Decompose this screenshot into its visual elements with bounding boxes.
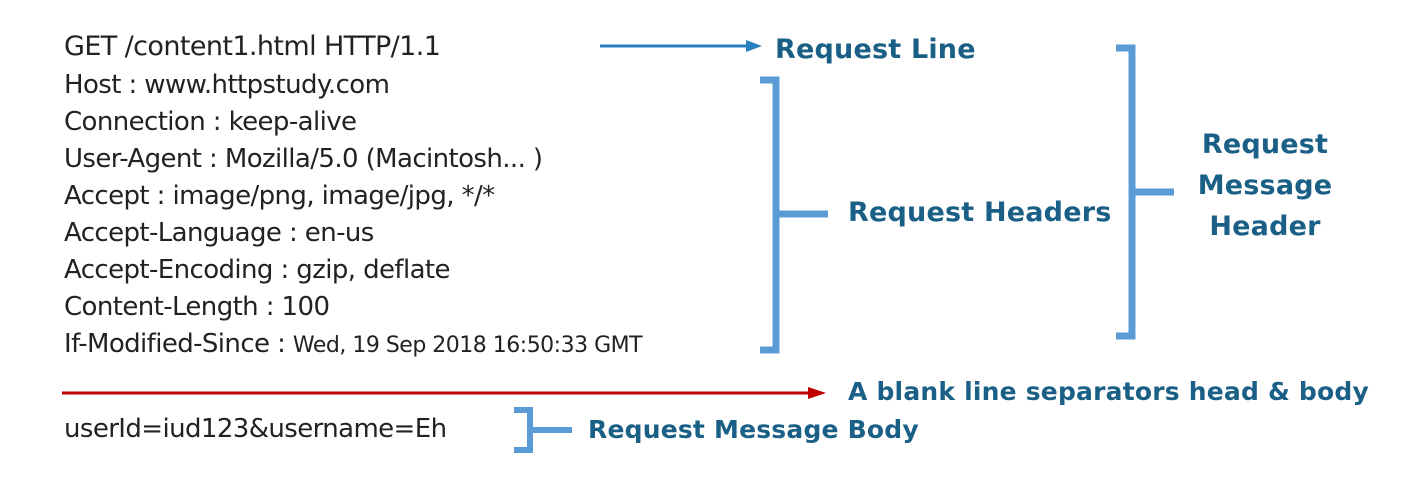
header-content-length: Content-Length : 100 — [64, 292, 330, 322]
message-header-bracket — [1116, 44, 1174, 340]
body-text: userId=iud123&username=Eh — [64, 414, 447, 444]
header-if-modified-since: If-Modified-Since : Wed, 19 Sep 2018 16:… — [64, 329, 643, 359]
header-host: Host : www.httpstudy.com — [64, 70, 390, 100]
header-accept: Accept : image/png, image/jpg, */* — [64, 181, 495, 211]
message-body-bracket — [514, 407, 572, 453]
blank-line-label: A blank line separators head & body — [848, 377, 1369, 406]
message-header-label: Request Message Header — [1190, 124, 1340, 247]
if-modified-value: Wed, 19 Sep 2018 16:50:33 GMT — [292, 333, 643, 358]
request-line-arrow — [600, 40, 762, 52]
if-modified-key: If-Modified-Since : — [64, 329, 293, 359]
message-header-label-line1: Request — [1201, 129, 1329, 160]
blank-line-arrow — [62, 387, 826, 399]
request-line-label: Request Line — [775, 34, 976, 65]
message-body-label: Request Message Body — [588, 415, 919, 444]
header-accept-language: Accept-Language : en-us — [64, 218, 374, 248]
header-connection: Connection : keep-alive — [64, 107, 357, 137]
request-headers-label: Request Headers — [848, 197, 1112, 228]
request-headers-bracket — [760, 76, 828, 354]
header-accept-encoding: Accept-Encoding : gzip, deflate — [64, 255, 451, 285]
header-user-agent: User-Agent : Mozilla/5.0 (Macintosh... ) — [64, 144, 543, 174]
message-header-label-line2: Message — [1197, 170, 1333, 201]
request-line-text: GET /content1.html HTTP/1.1 — [64, 31, 441, 62]
message-header-label-line3: Header — [1209, 211, 1321, 242]
